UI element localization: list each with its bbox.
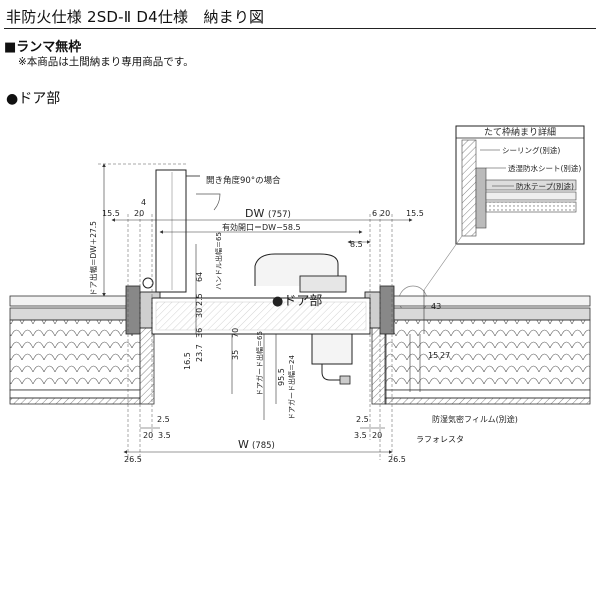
handle-projection-label: ハンドル出幅＝65 xyxy=(214,232,223,290)
door-guard-top-label: ドアガード出幅＝65 xyxy=(255,331,264,396)
detail-label-sheet: 透湿防水シート(別途) xyxy=(508,163,581,173)
dimension-value: 30 xyxy=(195,308,204,318)
door-projection-label: ドア出幅＝DW＋27.5 xyxy=(88,221,98,296)
dimension-value: 2.5 xyxy=(356,415,369,424)
dimension-value: 43 xyxy=(431,302,441,311)
product-note: ※本商品は土間納まり専用商品です。 xyxy=(18,56,194,68)
vertical-dimension-values: 64 2.5 30 36 70 23.7 16.5 35 95.5 xyxy=(183,272,286,386)
detail-leader xyxy=(423,235,463,291)
dimension-value: 95.5 xyxy=(277,368,286,386)
dimension-value: 64 xyxy=(195,272,204,282)
dimension-value: 3.5 xyxy=(354,431,367,440)
dimension-value: 6 xyxy=(372,209,377,218)
dimension-value: 3.5 xyxy=(158,431,171,440)
w-value: (785) xyxy=(252,441,275,451)
title-divider xyxy=(4,28,596,29)
opening-note: 開き角度90°の場合 xyxy=(206,175,281,186)
door-leaf xyxy=(151,297,371,335)
effective-opening-label: 有効開口＝DW−58.5 xyxy=(222,222,301,232)
dimension-value: 20 xyxy=(380,209,390,218)
dimension-value: 20 xyxy=(143,431,153,440)
dimension-value: 4 xyxy=(141,198,146,207)
dimension-value: 2.5 xyxy=(157,415,170,424)
dimension-value: 20 xyxy=(134,209,144,218)
lath-label: ラフォレスタ xyxy=(416,435,464,444)
dimension-value: 36 xyxy=(195,328,204,338)
membrane-label: 防湿気密フィルム(別途) xyxy=(432,414,518,424)
dimension-value: 8.5 xyxy=(350,240,363,249)
open-door-leaf xyxy=(142,169,221,293)
dimension-value: 16.5 xyxy=(183,352,192,370)
dimension-value: 20 xyxy=(372,431,382,440)
w-label: W xyxy=(238,438,249,451)
page-title: 非防火仕様 2SD-Ⅱ D4仕様 納まり図 xyxy=(6,8,265,26)
part-label: ●ドア部 xyxy=(6,91,61,107)
dw-value: (757) xyxy=(268,210,291,220)
dimension-value: 15.5 xyxy=(102,209,120,218)
right-wall xyxy=(371,295,591,405)
dimension-value: 2.5 xyxy=(195,293,204,306)
detail-label-sealing: シーリング(別途) xyxy=(502,145,560,155)
dw-label: DW xyxy=(245,207,264,220)
dimension-value: 26.5 xyxy=(388,455,406,464)
detail-inset: たて枠納まり詳細 シーリング(別途) 透湿防水シート(別途) 防水テープ(別途) xyxy=(455,125,585,245)
left-wall xyxy=(9,295,155,405)
dimension-values: 15.5 20 4 6 20 15.5 8.5 43 15 27 2.5 20 … xyxy=(102,198,450,464)
guide-lines xyxy=(98,163,393,460)
dimension-value: 23.7 xyxy=(195,344,204,362)
detail-label-tape: 防水テープ(別途) xyxy=(516,181,574,191)
door-guard-bottom-label: ドアガード出幅＝24 xyxy=(287,355,296,420)
detail-title: たて枠納まり詳細 xyxy=(484,126,556,138)
door-callout: ●ドア部 xyxy=(272,294,322,309)
section-heading: ■ランマ無枠 xyxy=(4,40,82,55)
door-guard xyxy=(311,333,353,385)
dimension-value: 26.5 xyxy=(124,455,142,464)
hinge-icon xyxy=(142,277,154,289)
door-handle xyxy=(254,253,347,293)
dimension-value: 27 xyxy=(440,351,450,360)
dimension-value: 70 xyxy=(231,328,240,338)
dimension-value: 15 xyxy=(428,351,438,360)
dimension-value: 35 xyxy=(231,350,240,360)
dimension-value: 15.5 xyxy=(406,209,424,218)
dimension-lines xyxy=(102,163,425,454)
